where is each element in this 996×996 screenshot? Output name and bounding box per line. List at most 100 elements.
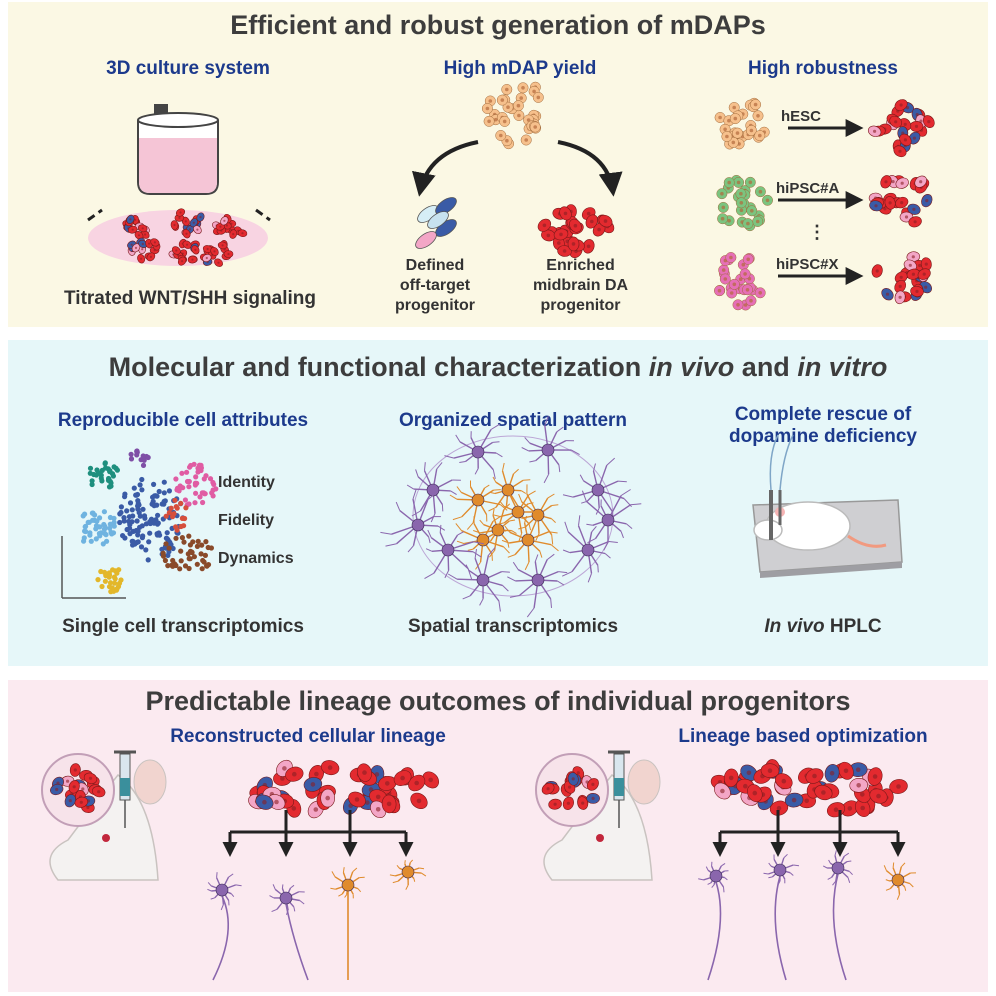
panel-title: Efficient and robust generation of mDAPs: [230, 10, 766, 40]
robustness-cells: [714, 97, 935, 311]
umap-point: [139, 523, 145, 529]
cell-nucleus: [66, 779, 70, 783]
dendrite-branch: [488, 547, 496, 556]
dendrite-branch: [578, 515, 581, 526]
soma: [581, 543, 595, 557]
dendrite-branch: [207, 882, 212, 887]
dendrite-branch: [230, 893, 235, 898]
panel3-art: [41, 750, 917, 981]
dendrite-branch: [723, 886, 725, 893]
umap-point: [107, 580, 114, 586]
panel-lineage: Predictable lineage outcomes of individu…: [8, 680, 988, 992]
dendrite-branch: [521, 447, 529, 452]
cell-nucleus: [749, 298, 753, 303]
cell-nucleus: [354, 797, 360, 802]
cell-nucleus: [843, 768, 849, 774]
cell-nucleus: [738, 277, 743, 282]
umap-point: [161, 498, 167, 504]
dendrite-branch: [488, 506, 497, 512]
cell-nucleus: [903, 138, 908, 142]
panel-generation: Efficient and robust generation of mDAPs…: [8, 2, 988, 327]
cell-nucleus: [56, 781, 60, 785]
umap-point: [99, 583, 105, 590]
dendrite-branch: [896, 894, 900, 900]
umap-point: [100, 541, 106, 547]
umap-point: [201, 559, 207, 565]
dendrite-branch: [479, 598, 484, 606]
soma: [511, 505, 525, 519]
cell-nucleus: [521, 86, 525, 90]
dendrite-branch: [404, 860, 406, 864]
dendrite-branch: [210, 897, 215, 900]
cell-nucleus: [88, 776, 93, 780]
umap-point: [103, 573, 109, 579]
dendrite-branch: [228, 873, 234, 878]
arrow-right: [557, 140, 623, 197]
dendrite-branch: [562, 549, 571, 554]
umap-point: [141, 513, 148, 519]
umap-point: [134, 448, 140, 454]
umap-point: [141, 457, 147, 463]
arrow-left: [412, 140, 479, 197]
dendrite-branch: [466, 522, 474, 530]
cell-nucleus: [758, 133, 762, 138]
cell-nucleus: [767, 768, 773, 773]
panel-characterization: Molecular and functional characterizatio…: [8, 340, 988, 666]
dendrite-branch: [457, 531, 464, 536]
cell-nucleus: [891, 180, 895, 184]
umap-point: [106, 570, 112, 576]
dendrite-branch: [413, 878, 416, 882]
transplant-rat: [535, 750, 661, 881]
cell-nucleus: [141, 227, 144, 230]
dendrite-branch: [571, 449, 580, 456]
dendrite-branch: [586, 523, 593, 526]
soma: [709, 869, 723, 883]
dendrite-branch: [556, 426, 564, 433]
cell-nucleus: [821, 790, 826, 795]
dendrite-branch: [587, 573, 592, 583]
umap-point: [164, 530, 170, 536]
dendrite-branch: [832, 880, 837, 886]
off-target-cells: [415, 197, 457, 249]
cell-nucleus: [232, 233, 235, 236]
umap-point: [177, 566, 183, 572]
dendrite-branch: [502, 585, 509, 592]
cell-nucleus: [129, 218, 132, 221]
cell-nucleus: [97, 790, 101, 794]
umap-point: [161, 490, 167, 496]
umap-point: [155, 512, 161, 518]
umap-point: [199, 542, 205, 548]
cell-nucleus: [873, 129, 877, 133]
cell-nucleus: [743, 303, 748, 307]
cell-nucleus: [516, 103, 521, 108]
dendrite-branch: [885, 888, 891, 891]
umap-point: [192, 480, 198, 486]
cell-nucleus: [205, 256, 208, 260]
umap-point: [107, 514, 113, 521]
umap-point: [147, 530, 153, 536]
cell-nucleus: [728, 775, 734, 781]
subtitle-reconstructed-lineage: Reconstructed cellular lineage: [170, 726, 446, 747]
dendrite-branch: [909, 883, 914, 888]
umap-point: [183, 505, 189, 511]
title-italic: in vivo: [648, 352, 735, 382]
dendrite-branch: [269, 895, 275, 899]
dendrite-branch: [331, 871, 336, 878]
cell-nucleus: [908, 263, 912, 267]
caption-italic: In vivo: [764, 616, 825, 637]
dendrite-branch: [620, 489, 631, 496]
rat-ear: [133, 759, 167, 805]
umap-point: [163, 541, 169, 547]
cell-nucleus: [221, 244, 224, 247]
cell-nucleus: [749, 128, 754, 133]
cell-nucleus: [313, 807, 319, 812]
dendrite-branch: [407, 545, 414, 553]
cell-nucleus: [912, 136, 917, 140]
dendrite-branch: [511, 530, 517, 535]
dendrite-branch: [827, 876, 832, 880]
dendrite-branch: [828, 859, 831, 864]
umap-point: [203, 473, 209, 479]
dendrite-branch: [822, 865, 828, 869]
dendrite-branch: [484, 484, 490, 489]
caption-single-cell: Single cell transcriptomics: [62, 616, 304, 637]
